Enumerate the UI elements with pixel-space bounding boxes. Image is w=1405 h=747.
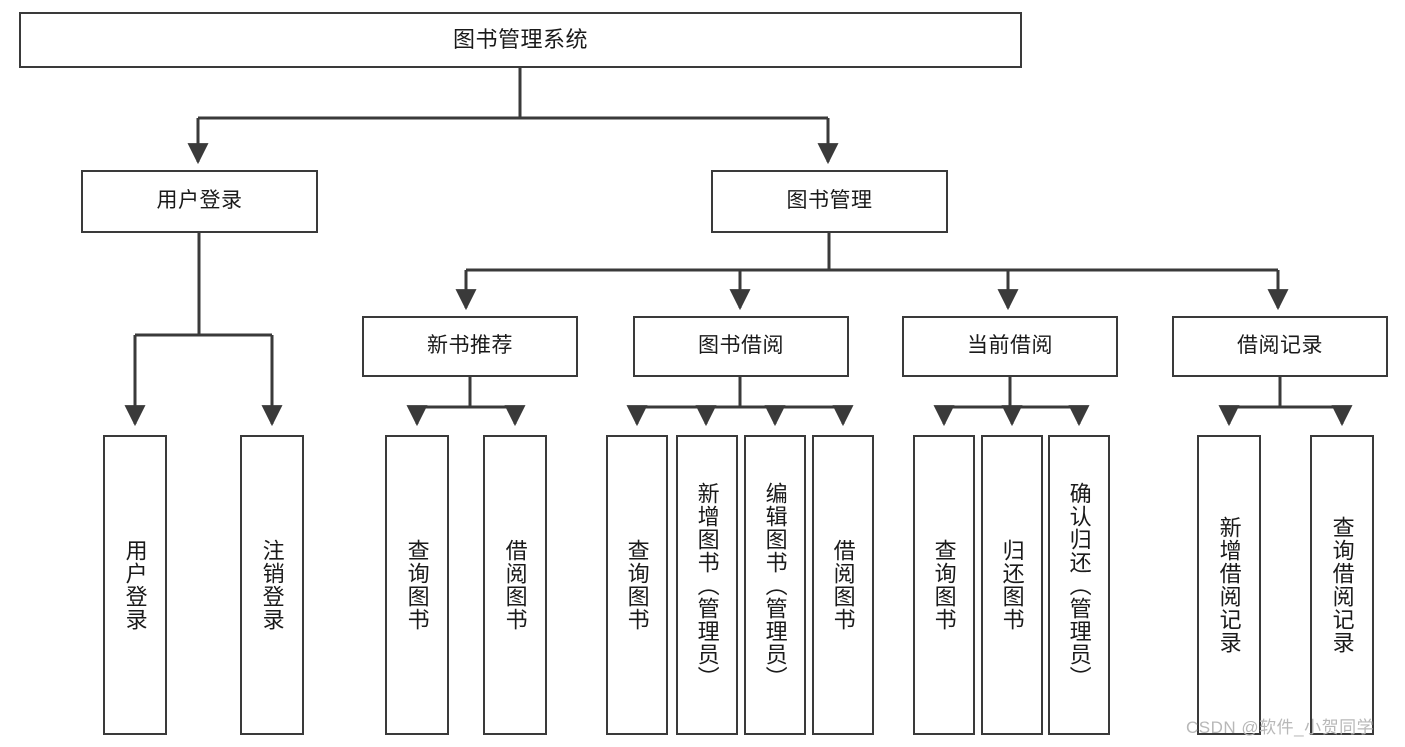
node-book-borrow[interactable]: 图书借阅 (633, 316, 849, 377)
node-leaf-query-book-1-label: 查询图书 (404, 539, 430, 631)
node-leaf-edit-book[interactable]: 编辑图书（管理员） (744, 435, 806, 735)
node-root-label: 图书管理系统 (452, 27, 588, 53)
node-leaf-query-book-1[interactable]: 查询图书 (385, 435, 449, 735)
node-leaf-query-record-label: 查询借阅记录 (1329, 516, 1355, 654)
node-leaf-add-record-label: 新增借阅记录 (1216, 516, 1242, 654)
node-leaf-edit-book-label: 编辑图书（管理员） (762, 481, 788, 689)
node-borrow-record-label: 借阅记录 (1237, 334, 1323, 358)
node-leaf-return-book[interactable]: 归还图书 (981, 435, 1043, 735)
node-book-borrow-label: 图书借阅 (698, 334, 784, 358)
node-book-management-label: 图书管理 (786, 189, 873, 213)
node-leaf-borrow-book-2[interactable]: 借阅图书 (812, 435, 874, 735)
node-leaf-confirm-return-label: 确认归还（管理员） (1066, 481, 1092, 689)
node-leaf-query-book-3[interactable]: 查询图书 (913, 435, 975, 735)
node-leaf-logout-label: 注销登录 (259, 539, 285, 631)
node-current-borrow-label: 当前借阅 (967, 334, 1053, 358)
node-leaf-query-book-2[interactable]: 查询图书 (606, 435, 668, 735)
node-leaf-borrow-book-1[interactable]: 借阅图书 (483, 435, 547, 735)
node-leaf-query-book-3-label: 查询图书 (931, 539, 957, 631)
node-book-management[interactable]: 图书管理 (711, 170, 948, 233)
node-new-book-recommend-label: 新书推荐 (427, 334, 513, 358)
node-leaf-logout[interactable]: 注销登录 (240, 435, 304, 735)
node-user-login[interactable]: 用户登录 (81, 170, 318, 233)
node-leaf-query-record[interactable]: 查询借阅记录 (1310, 435, 1374, 735)
node-borrow-record[interactable]: 借阅记录 (1172, 316, 1388, 377)
node-leaf-borrow-book-2-label: 借阅图书 (830, 539, 856, 631)
node-leaf-add-record[interactable]: 新增借阅记录 (1197, 435, 1261, 735)
watermark-text: CSDN @软件_小贺同学 (1186, 718, 1375, 737)
node-current-borrow[interactable]: 当前借阅 (902, 316, 1118, 377)
node-leaf-add-book[interactable]: 新增图书（管理员） (676, 435, 738, 735)
node-root[interactable]: 图书管理系统 (19, 12, 1022, 68)
node-leaf-return-book-label: 归还图书 (999, 539, 1025, 631)
node-leaf-user-login-label: 用户登录 (122, 539, 148, 631)
node-leaf-user-login[interactable]: 用户登录 (103, 435, 167, 735)
node-user-login-label: 用户登录 (156, 189, 243, 213)
node-leaf-query-book-2-label: 查询图书 (624, 539, 650, 631)
node-leaf-add-book-label: 新增图书（管理员） (694, 481, 720, 689)
node-new-book-recommend[interactable]: 新书推荐 (362, 316, 578, 377)
node-leaf-confirm-return[interactable]: 确认归还（管理员） (1048, 435, 1110, 735)
node-leaf-borrow-book-1-label: 借阅图书 (502, 539, 528, 631)
